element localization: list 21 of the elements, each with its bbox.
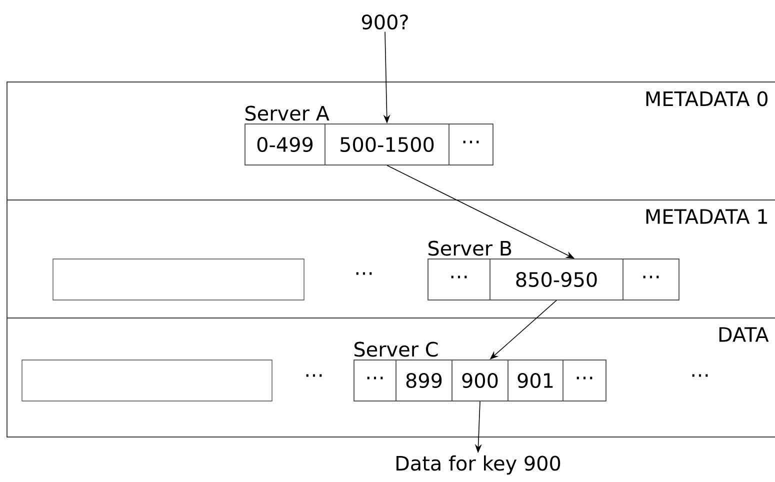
table-cell: ⋯ bbox=[354, 360, 396, 402]
ellipsis: ⋯ bbox=[306, 374, 322, 377]
node-label: Server B bbox=[428, 240, 512, 256]
table-cell: 850-950 bbox=[490, 258, 624, 300]
table-cell: 0-499 bbox=[244, 124, 326, 166]
table-cell: ⋯ bbox=[428, 258, 490, 300]
table-cell: 500-1500 bbox=[324, 124, 450, 166]
table-cell: ⋯ bbox=[562, 360, 606, 402]
table-cell: ⋯ bbox=[622, 258, 680, 300]
ellipsis: ⋯ bbox=[692, 374, 708, 377]
table-cell: 900 bbox=[452, 360, 508, 402]
table-cell: 899 bbox=[396, 360, 452, 402]
caption-text: Data for key 900 bbox=[396, 455, 560, 475]
server-box bbox=[52, 258, 304, 300]
server-box bbox=[22, 360, 272, 402]
table-cell: 901 bbox=[508, 360, 564, 402]
table-cell: ⋯ bbox=[448, 124, 494, 166]
caption-text: 900? bbox=[362, 14, 408, 30]
node-label: Server C bbox=[354, 342, 438, 357]
ellipsis: ⋯ bbox=[356, 272, 372, 275]
node-label: Server A bbox=[246, 106, 330, 121]
